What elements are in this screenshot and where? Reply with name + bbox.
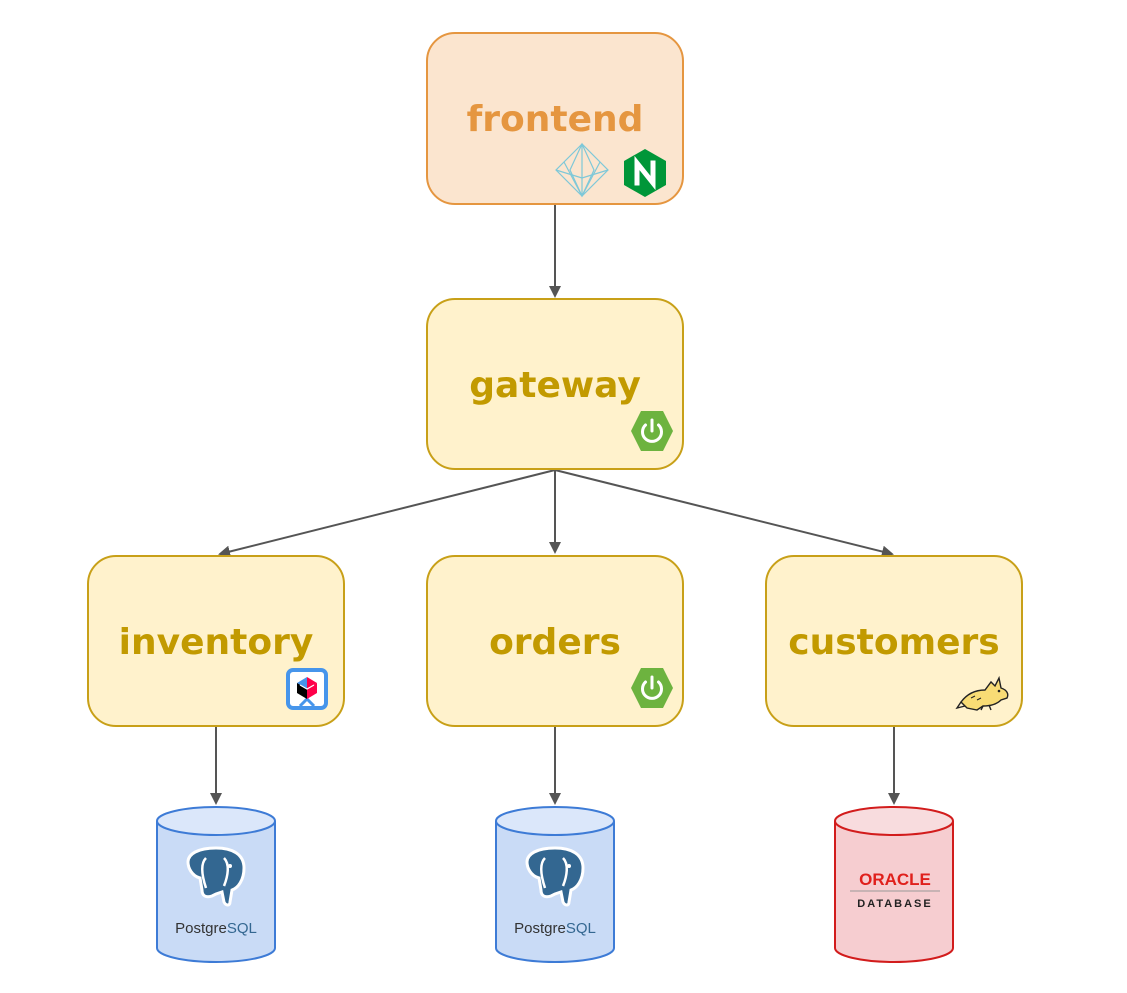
edge-gateway-inventory	[218, 469, 556, 558]
node-frontend[interactable]: frontend	[426, 32, 684, 205]
node-inventory-label: inventory	[119, 622, 314, 663]
node-customers[interactable]: customers	[765, 555, 1023, 727]
node-inventory[interactable]: inventory	[87, 555, 345, 727]
node-customers-label: customers	[788, 622, 999, 663]
edge-gateway-customers	[554, 469, 894, 558]
postgresql-logo-text: PostgreSQL	[175, 920, 257, 937]
node-orders-label: orders	[489, 622, 621, 663]
node-gateway-label: gateway	[469, 365, 641, 406]
postgresql-elephant-icon	[186, 846, 246, 907]
postgresql-elephant-icon	[525, 846, 585, 907]
spring-boot-icon	[631, 668, 673, 708]
spring-boot-icon	[631, 411, 673, 451]
oracle-database-text: DATABASE	[857, 898, 932, 910]
node-gateway[interactable]: gateway	[426, 298, 684, 470]
oracle-logo-text: ORACLE	[859, 870, 931, 889]
db-inventory-postgres[interactable]: PostgreSQL	[156, 806, 276, 963]
quarkus-icon	[286, 668, 328, 710]
node-frontend-label: frontend	[467, 99, 644, 140]
postgresql-logo-text: PostgreSQL	[514, 920, 596, 937]
node-orders[interactable]: orders	[426, 555, 684, 727]
tomcat-icon	[955, 675, 1009, 711]
edges	[210, 204, 900, 805]
angular-icon	[555, 142, 609, 198]
nginx-icon	[624, 149, 666, 197]
db-customers-oracle[interactable]: ORACLE DATABASE	[834, 806, 954, 963]
db-orders-postgres[interactable]: PostgreSQL	[495, 806, 615, 963]
